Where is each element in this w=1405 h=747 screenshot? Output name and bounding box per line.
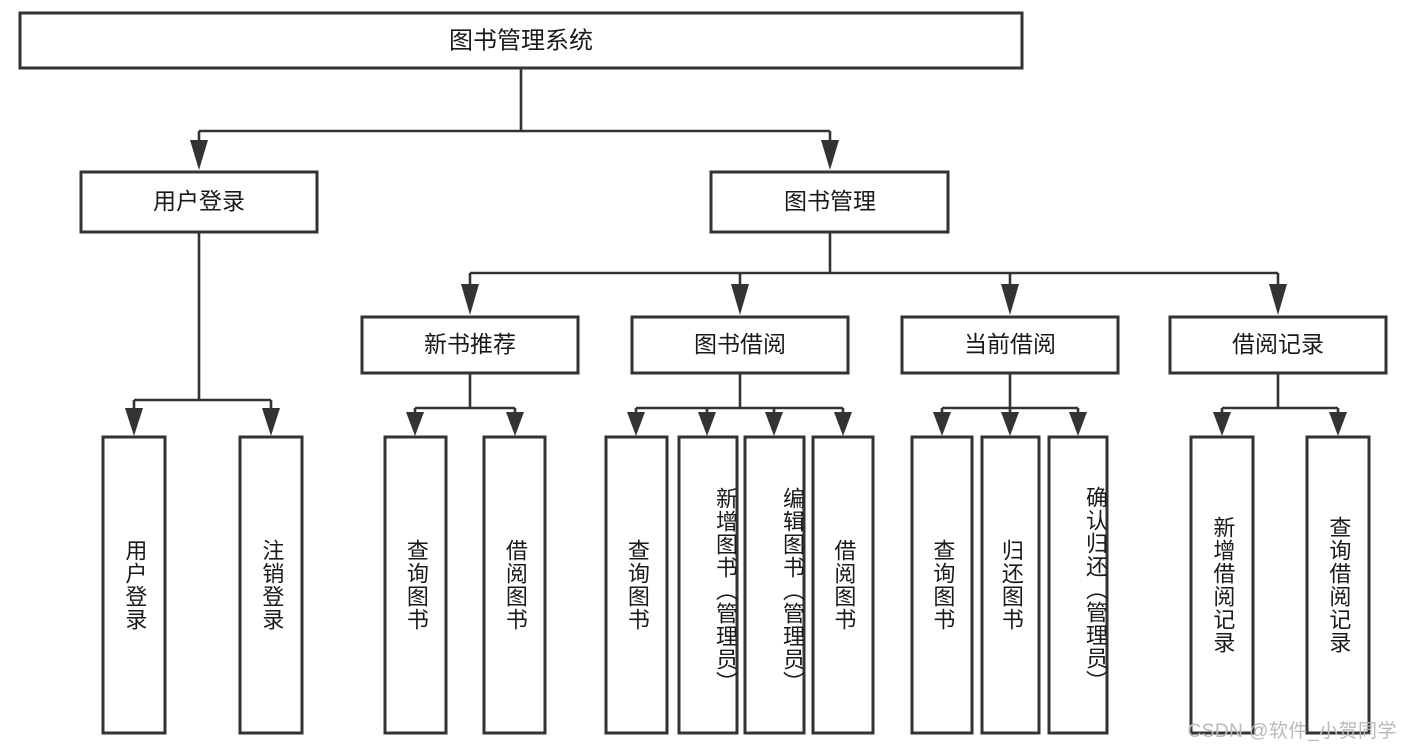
arrow-leaf-borrow-book-2 <box>834 412 852 436</box>
arrow-leaf-edit-book <box>765 412 783 436</box>
arrow-book-management <box>821 140 839 170</box>
borrow-record-label: 借阅记录 <box>1232 331 1324 357</box>
leaf-user-login-box[interactable] <box>101 435 167 735</box>
leaf-confirm-return-box[interactable] <box>1047 435 1109 735</box>
arrow-leaf-borrow-book-1 <box>506 412 524 436</box>
csdn-watermark: CSDN @软件_小贺同学 <box>1187 721 1397 742</box>
node-current-borrow[interactable]: 当前借阅 <box>900 315 1120 375</box>
node-borrow-record[interactable]: 借阅记录 <box>1168 315 1388 375</box>
arrow-leaf-query-book-3 <box>933 412 951 436</box>
arrow-leaf-user-logout <box>262 408 280 436</box>
leaf-query-book-2-box[interactable] <box>604 435 669 735</box>
new-book-recommend-box[interactable] <box>360 315 580 375</box>
leaf-query-book-3-box[interactable] <box>910 435 974 735</box>
arrow-current-borrow <box>1001 284 1019 315</box>
arrow-leaf-query-book-1 <box>406 412 424 436</box>
connector-layer <box>125 68 1347 436</box>
leaf-borrow-book-1-box[interactable] <box>482 435 547 735</box>
root-box[interactable] <box>18 11 1024 70</box>
leaf-query-book-1-box[interactable] <box>383 435 448 735</box>
arrow-leaf-confirm-return <box>1069 412 1087 436</box>
node-root[interactable]: 图书管理系统 <box>18 11 1024 70</box>
leaf-user-logout-box[interactable] <box>238 435 304 735</box>
user-login-box[interactable] <box>79 170 319 234</box>
current-borrow-label: 当前借阅 <box>964 331 1056 357</box>
node-new-book-recommend[interactable]: 新书推荐 <box>360 315 580 375</box>
leaf-query-borrow-record-box[interactable] <box>1305 435 1371 735</box>
leaf-return-book-box[interactable] <box>980 435 1041 735</box>
book-borrow-label: 图书借阅 <box>694 331 786 357</box>
borrow-record-box[interactable] <box>1168 315 1388 375</box>
arrow-leaf-query-book-2 <box>627 412 645 436</box>
node-book-borrow[interactable]: 图书借阅 <box>630 315 850 375</box>
root-label: 图书管理系统 <box>449 27 593 54</box>
leaf-box-layer <box>101 435 1371 735</box>
leaf-add-book-box[interactable] <box>677 435 739 735</box>
arrow-borrow-record <box>1269 284 1287 315</box>
arrow-leaf-query-borrow-record <box>1329 412 1347 436</box>
book-management-box[interactable] <box>709 170 950 234</box>
leaf-borrow-book-2-box[interactable] <box>811 435 875 735</box>
arrow-leaf-add-borrow-record <box>1213 412 1231 436</box>
arrow-leaf-user-login <box>125 408 143 436</box>
new-book-recommend-label: 新书推荐 <box>424 331 516 357</box>
current-borrow-box[interactable] <box>900 315 1120 375</box>
book-borrow-box[interactable] <box>630 315 850 375</box>
arrow-leaf-return-book <box>1001 412 1019 436</box>
node-user-login[interactable]: 用户登录 <box>79 170 319 234</box>
book-management-label: 图书管理 <box>784 188 876 214</box>
leaf-edit-book-box[interactable] <box>743 435 806 735</box>
arrow-leaf-add-book <box>698 412 716 436</box>
leaf-add-borrow-record-box[interactable] <box>1189 435 1255 735</box>
node-book-management[interactable]: 图书管理 <box>709 170 950 234</box>
arrow-book-borrow <box>731 284 749 315</box>
arrow-user-login <box>190 140 208 170</box>
arrow-new-book-recommend <box>461 284 479 315</box>
user-login-label: 用户登录 <box>153 188 245 214</box>
